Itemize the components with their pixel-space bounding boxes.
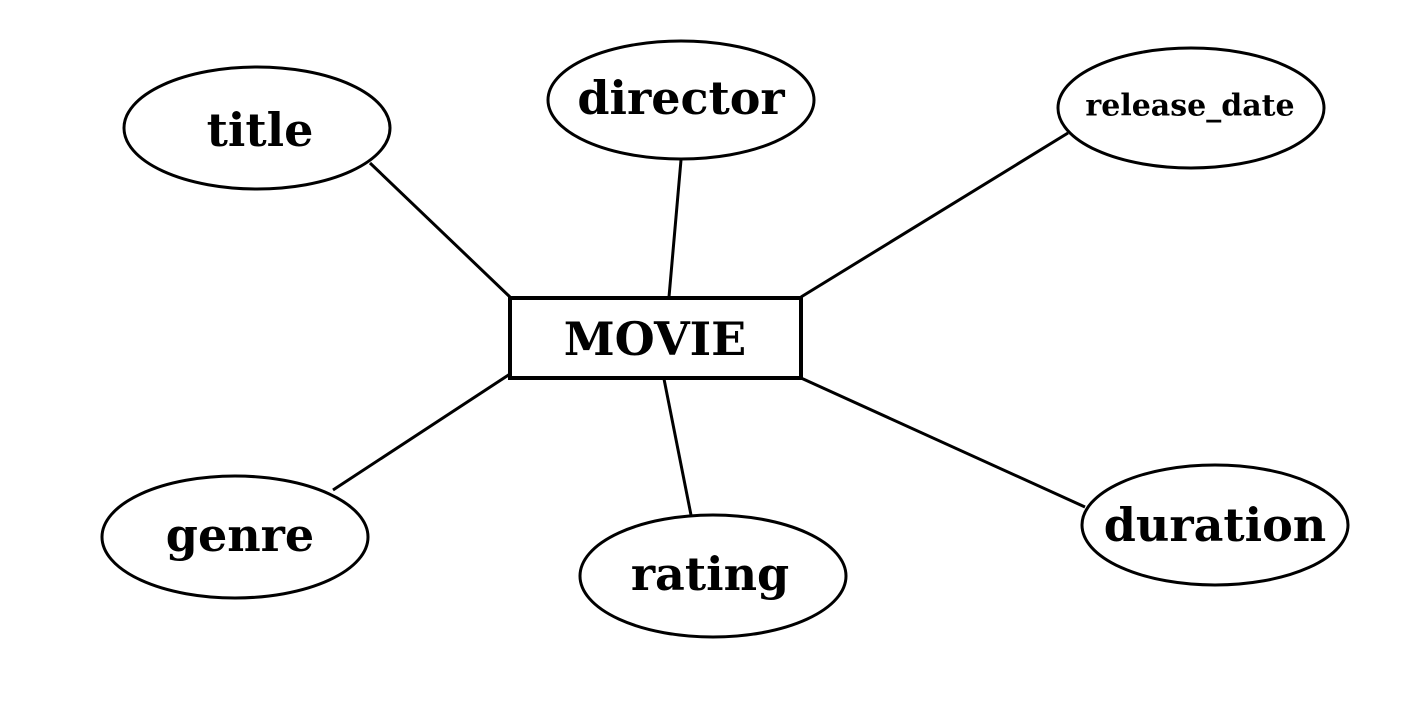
attribute-director: director	[546, 39, 816, 161]
attribute-genre: genre	[100, 474, 370, 600]
attribute-title: title	[122, 65, 392, 191]
attribute-ellipse	[1080, 463, 1350, 587]
attribute-ellipse	[100, 474, 370, 600]
attribute-label: release_date	[1085, 89, 1294, 124]
attribute-ellipse	[1056, 46, 1326, 170]
attribute-duration: duration	[1080, 463, 1350, 587]
connector-title	[368, 161, 512, 299]
connector-director	[667, 159, 683, 298]
attribute-release-date: release_date	[1056, 46, 1326, 170]
connectors	[332, 131, 1086, 516]
connector-rating	[662, 378, 693, 516]
attribute-label: duration	[1104, 498, 1327, 552]
attribute-label: rating	[631, 547, 789, 601]
attribute-rating: rating	[578, 513, 848, 639]
attribute-label: title	[207, 103, 314, 157]
connector-duration	[800, 376, 1086, 509]
entity-movie: MOVIE	[508, 296, 803, 380]
entity-box	[508, 296, 803, 380]
connector-genre	[332, 372, 511, 492]
attribute-ellipse	[578, 513, 848, 639]
attribute-ellipse	[122, 65, 392, 191]
connector-release-date	[800, 131, 1069, 299]
entity-label: MOVIE	[564, 312, 746, 366]
attribute-label: genre	[166, 508, 314, 562]
attribute-label: director	[577, 71, 785, 125]
attribute-ellipse	[546, 39, 816, 161]
